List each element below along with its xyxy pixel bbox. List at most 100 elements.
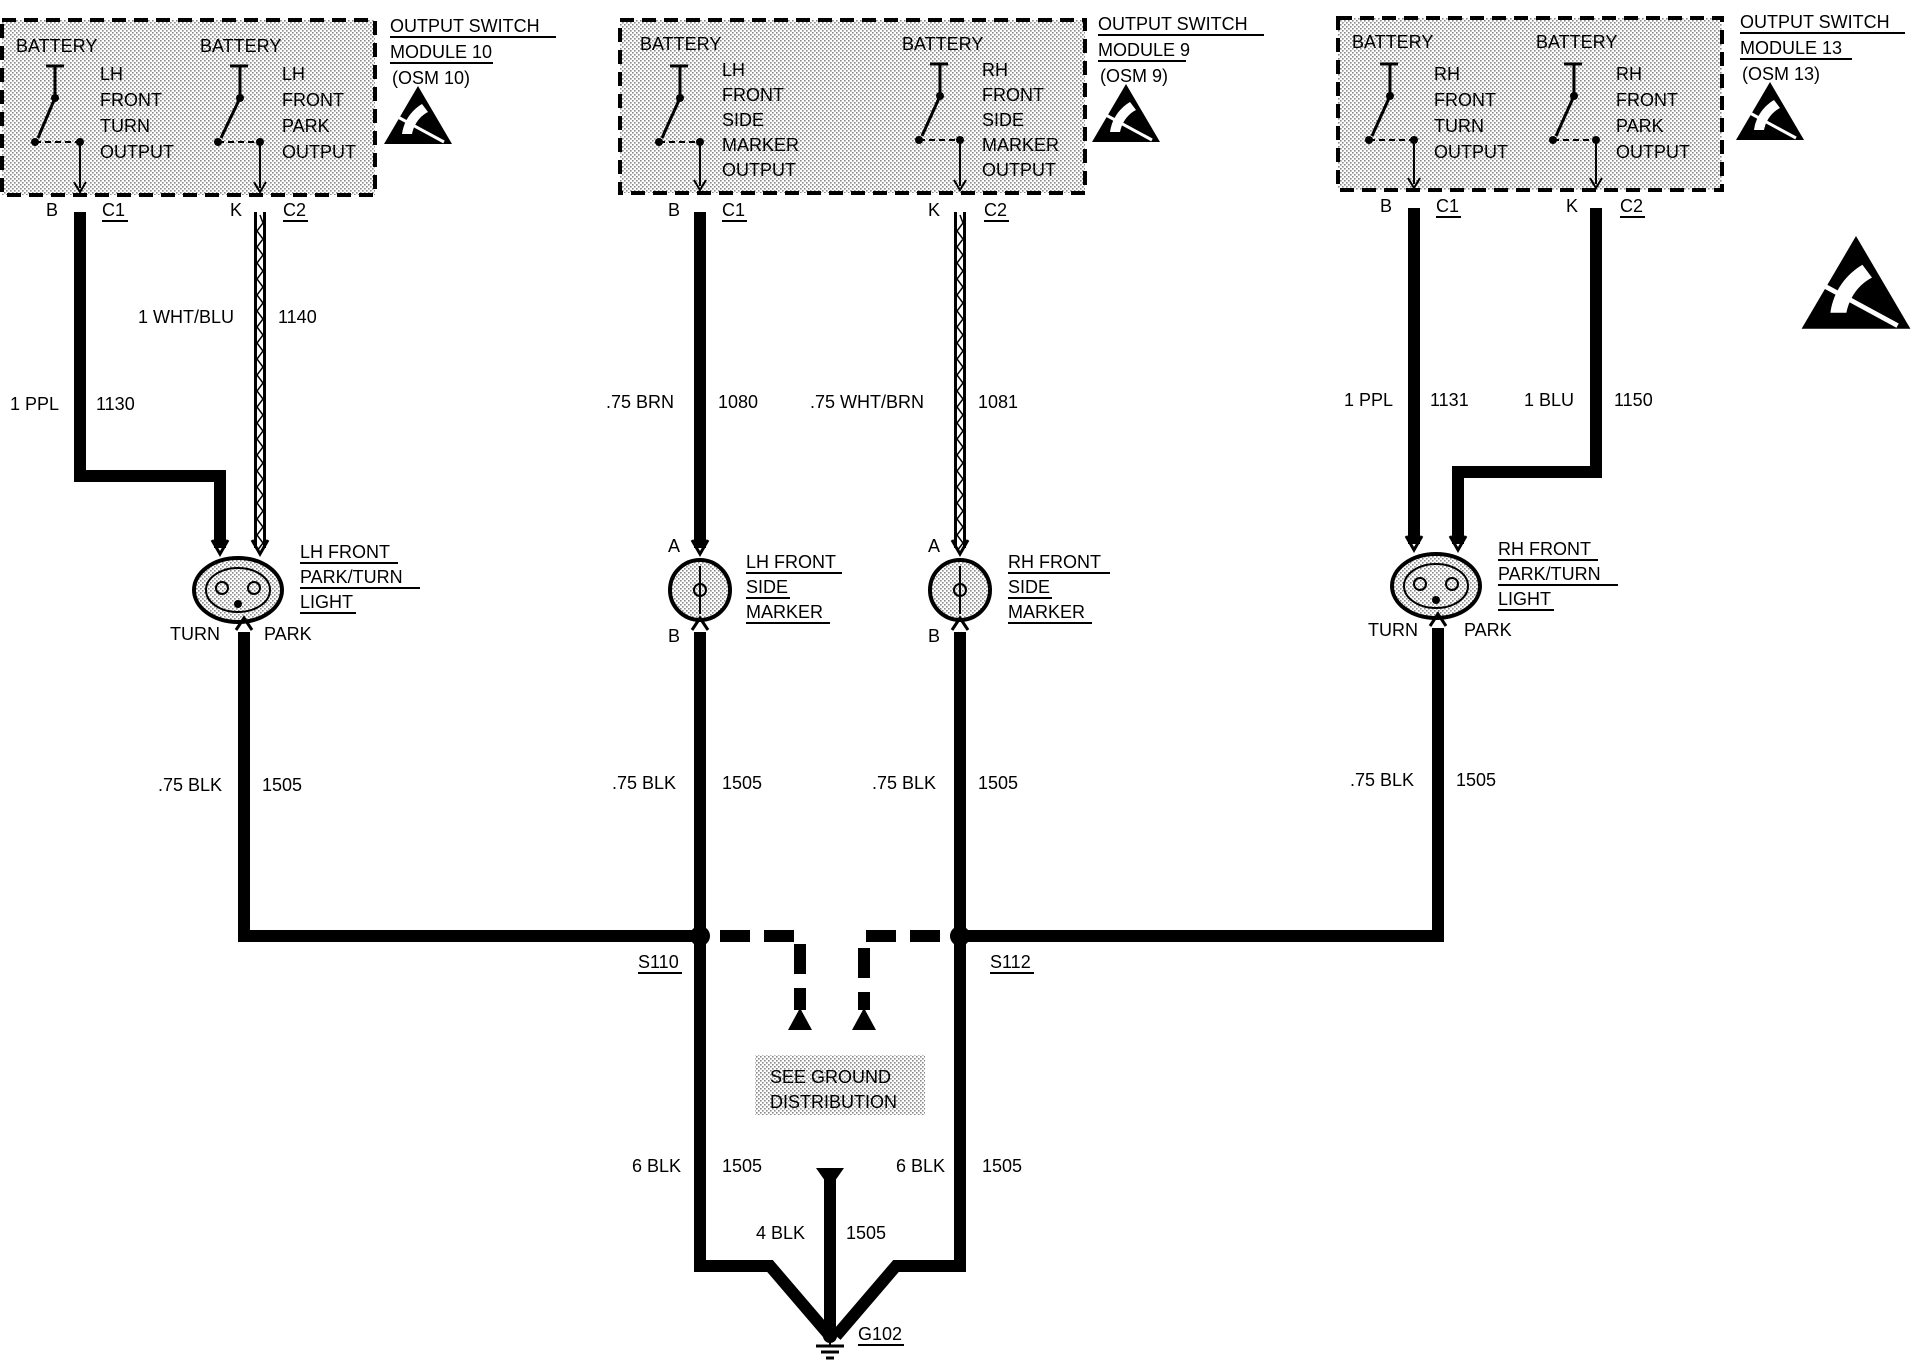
- c2-osm13: C2: [1620, 196, 1643, 216]
- osm9-sw1-battery: BATTERY: [640, 34, 721, 54]
- w1081-circuit: 1081: [978, 392, 1018, 412]
- osm13-title-1: OUTPUT SWITCH: [1740, 12, 1890, 32]
- osm13-switch-1: [1365, 62, 1421, 190]
- wire-1505-rh-park: [960, 628, 1444, 942]
- osm10-switch-1: [31, 64, 87, 194]
- lh-pt-l1: LH FRONT: [300, 542, 390, 562]
- osm10-sw2-l1: LH: [282, 64, 305, 84]
- osm13-sw1-l3: TURN: [1434, 116, 1484, 136]
- osm10-title-2: MODULE 10: [390, 42, 492, 62]
- osm10-sw1-l2: FRONT: [100, 90, 162, 110]
- g3-circuit: 1505: [978, 773, 1018, 793]
- osm13-title-3: (OSM 13): [1742, 64, 1820, 84]
- osm9-sw2-battery: BATTERY: [902, 34, 983, 54]
- osm9-sw2-l2: FRONT: [982, 85, 1044, 105]
- osm-9-box: [618, 18, 1087, 195]
- g2-gauge: .75 BLK: [612, 773, 676, 793]
- pin-b-osm13: B: [1380, 196, 1392, 216]
- osm-10-box: [0, 18, 377, 197]
- osm13-sw2-l2: FRONT: [1616, 90, 1678, 110]
- g4-circuit: 1505: [1456, 770, 1496, 790]
- lh-side-b: B: [668, 626, 680, 646]
- rh-pt-l2: PARK/TURN: [1498, 564, 1601, 584]
- c1-osm13: C1: [1436, 196, 1459, 216]
- lh-side-l2: SIDE: [746, 577, 788, 597]
- osm13-sw2-l4: OUTPUT: [1616, 142, 1690, 162]
- s112-label: S112: [990, 952, 1031, 972]
- g102-label: G102: [858, 1324, 902, 1344]
- osm9-sw2-l5: OUTPUT: [982, 160, 1056, 180]
- osm10-sw1-l1: LH: [100, 64, 123, 84]
- wire-1081: [954, 212, 966, 552]
- w1081-gauge: .75 WHT/BRN: [810, 392, 924, 412]
- rh-pt-l3: LIGHT: [1498, 589, 1551, 609]
- osm10-sw2-l2: FRONT: [282, 90, 344, 110]
- osm9-sw1-l4: MARKER: [722, 135, 799, 155]
- wire-1150: [1452, 208, 1602, 544]
- osm-13-box: [1336, 16, 1724, 192]
- wire-1140: [254, 212, 266, 552]
- w1150-circuit: 1150: [1614, 390, 1653, 410]
- pin-b-osm9: B: [668, 200, 680, 220]
- g5-circuit: 1505: [722, 1156, 762, 1176]
- g7-circuit: 1505: [846, 1223, 886, 1243]
- w1130-gauge: 1 PPL: [10, 394, 59, 414]
- osm13-sw1-l2: FRONT: [1434, 90, 1496, 110]
- rh-side-l3: MARKER: [1008, 602, 1085, 622]
- ground-distribution-note: SEE GROUND DISTRIBUTION: [755, 1055, 925, 1115]
- rh-pt-l1: RH FRONT: [1498, 539, 1591, 559]
- lh-pt-l3: LIGHT: [300, 592, 353, 612]
- osm9-title-1: OUTPUT SWITCH: [1098, 14, 1248, 34]
- lh-side-l1: LH FRONT: [746, 552, 836, 572]
- osm9-sw2-l3: SIDE: [982, 110, 1024, 130]
- w1140-circuit: 1140: [278, 307, 317, 327]
- w1131-circuit: 1131: [1430, 390, 1469, 410]
- ground-note-line1: SEE GROUND: [770, 1067, 891, 1087]
- osm10-title-3: (OSM 10): [392, 68, 470, 88]
- osm9-sw1-l5: OUTPUT: [722, 160, 796, 180]
- osm13-sw2-battery: BATTERY: [1536, 32, 1617, 52]
- wire-to-ground-dist-right: [858, 930, 940, 1010]
- w1150-gauge: 1 BLU: [1524, 390, 1574, 410]
- rh-side-a: A: [928, 536, 940, 556]
- esd-warning-icon: [1734, 80, 1806, 142]
- osm10-sw2-l3: PARK: [282, 116, 330, 136]
- pin-k-osm10: K: [230, 200, 242, 220]
- osm10-sw1-l4: OUTPUT: [100, 142, 174, 162]
- wire-1505-6blk-left: [694, 936, 835, 1340]
- ground-g102: [816, 1329, 844, 1360]
- pin-k-osm13: K: [1566, 196, 1578, 216]
- lh-front-side-marker: [668, 539, 732, 631]
- c1-osm10: C1: [102, 200, 125, 220]
- w1131-gauge: 1 PPL: [1344, 390, 1393, 410]
- osm13-sw1-battery: BATTERY: [1352, 32, 1433, 52]
- connector-pins: B C1 K C2 B C1 K C2 B C1 K C2: [46, 196, 1645, 222]
- osm13-sw2-l1: RH: [1616, 64, 1642, 84]
- osm9-title-2: MODULE 9: [1098, 40, 1190, 60]
- g1-circuit: 1505: [262, 775, 302, 795]
- g1-gauge: .75 BLK: [158, 775, 222, 795]
- s110-label: S110: [638, 952, 679, 972]
- osm13-switch-2: [1549, 62, 1603, 190]
- g6-circuit: 1505: [982, 1156, 1022, 1176]
- esd-warning-icon: [382, 84, 454, 146]
- rh-side-l2: SIDE: [1008, 577, 1050, 597]
- ground-note-line2: DISTRIBUTION: [770, 1092, 897, 1112]
- w1140-gauge: 1 WHT/BLU: [138, 307, 234, 327]
- osm9-switch-1: [655, 64, 707, 192]
- w1080-gauge: .75 BRN: [606, 392, 674, 412]
- lh-pt-turn: TURN: [170, 624, 220, 644]
- rh-front-park-turn-light: [1390, 535, 1482, 627]
- lh-pt-park: PARK: [264, 624, 312, 644]
- g2-circuit: 1505: [722, 773, 762, 793]
- osm9-sw2-l1: RH: [982, 60, 1008, 80]
- rh-pt-turn: TURN: [1368, 620, 1418, 640]
- osm9-sw1-l2: FRONT: [722, 85, 784, 105]
- osm10-sw1-battery: BATTERY: [16, 36, 97, 56]
- osm9-sw2-l4: MARKER: [982, 135, 1059, 155]
- osm9-switch-2: [915, 62, 967, 192]
- wire-1505-lh-park: [238, 632, 700, 942]
- osm10-sw2-battery: BATTERY: [200, 36, 281, 56]
- w1080-circuit: 1080: [718, 392, 758, 412]
